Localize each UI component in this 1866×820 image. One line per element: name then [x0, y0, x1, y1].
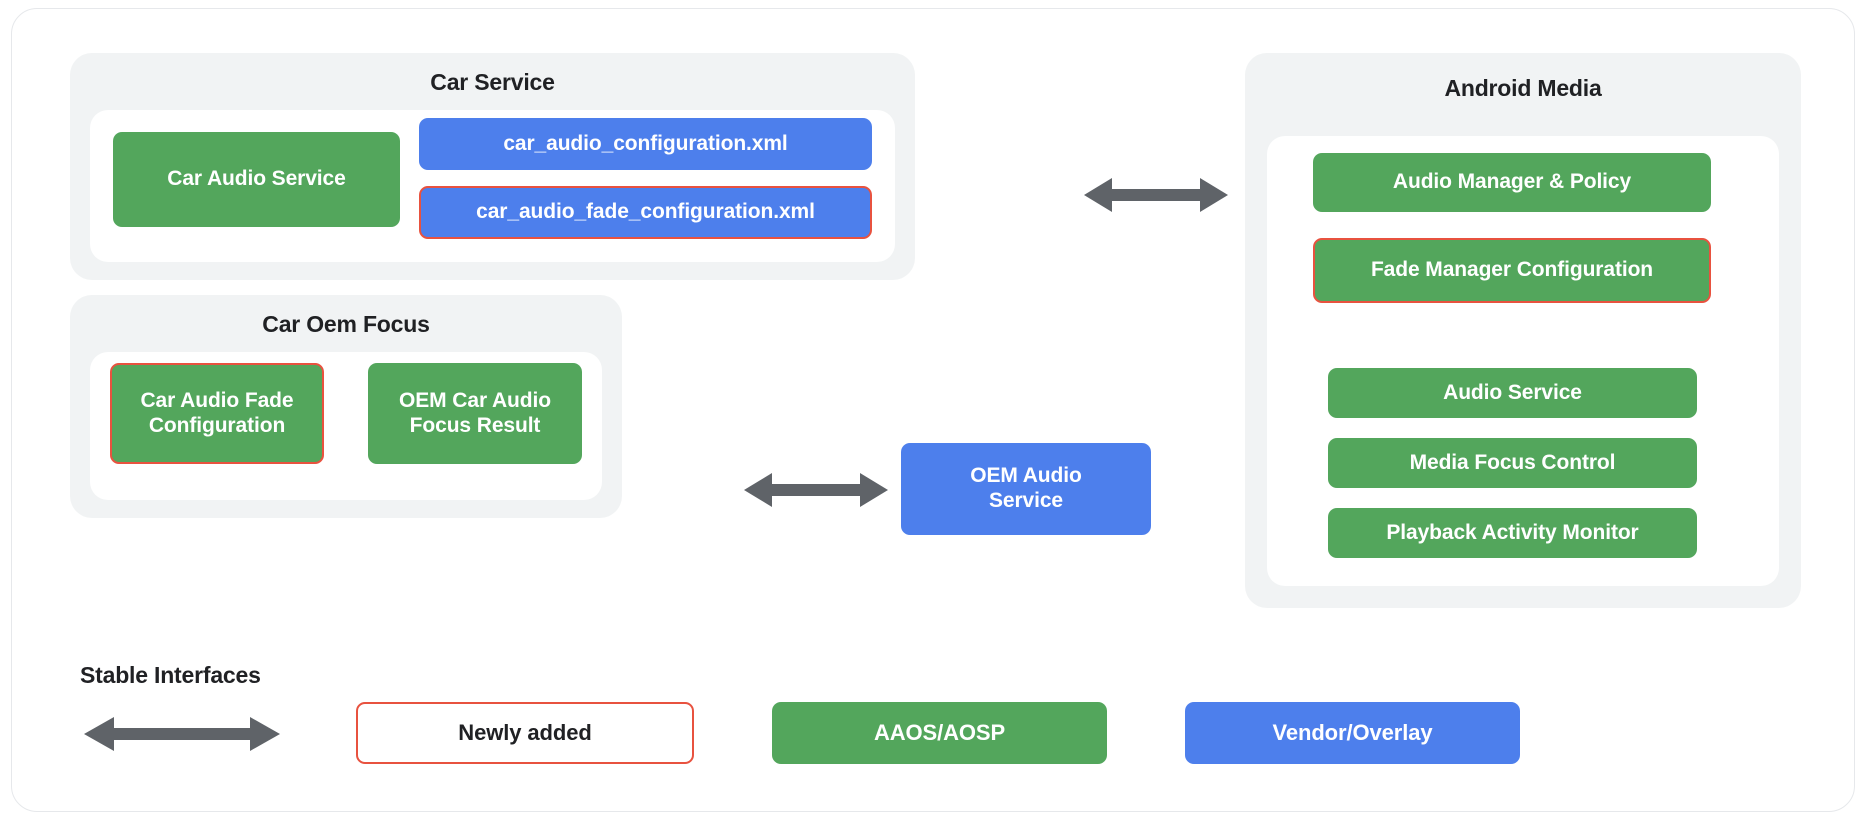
node-fade-manager-configuration[interactable]: Fade Manager Configuration	[1313, 238, 1711, 303]
node-audio-service[interactable]: Audio Service	[1328, 368, 1697, 418]
legend-item-aaos-aosp-label: AAOS/AOSP	[873, 720, 1006, 745]
node-car-audio-fade-configuration[interactable]: Car Audio Fade Configuration	[110, 363, 324, 464]
node-car-audio-service-label: Car Audio Service	[167, 167, 346, 191]
diagram-card: Car Service Car Audio Service car_audio_…	[11, 8, 1855, 812]
legend-item-newly-added[interactable]: Newly added	[356, 702, 694, 764]
node-media-focus-control-label: Media Focus Control	[1409, 450, 1616, 474]
legend-item-newly-added-label: Newly added	[458, 720, 592, 745]
node-car-audio-service[interactable]: Car Audio Service	[113, 132, 400, 227]
node-car-audio-fade-configuration-xml-label: car_audio_fade_configuration.xml	[476, 200, 815, 224]
node-car-audio-fade-configuration-xml[interactable]: car_audio_fade_configuration.xml	[419, 186, 872, 239]
group-android-media-inner: Audio Manager & Policy Fade Manager Conf…	[1267, 136, 1779, 586]
node-car-audio-fade-configuration-label: Car Audio Fade Configuration	[140, 388, 294, 437]
node-playback-activity-monitor-label: Playback Activity Monitor	[1386, 520, 1639, 544]
group-car-service: Car Service Car Audio Service car_audio_…	[70, 53, 915, 280]
group-car-oem-focus-title: Car Oem Focus	[262, 311, 430, 337]
group-android-media-title: Android Media	[1444, 75, 1602, 101]
group-android-media: Android Media Audio Manager & Policy Fad…	[1245, 53, 1801, 608]
group-car-service-inner: Car Audio Service car_audio_configuratio…	[90, 110, 895, 262]
node-oem-audio-service-label-line2: Service	[988, 489, 1064, 512]
node-car-audio-configuration-xml-label: car_audio_configuration.xml	[503, 131, 788, 155]
legend-item-vendor-overlay-label: Vendor/Overlay	[1272, 720, 1433, 745]
group-car-service-title: Car Service	[430, 69, 555, 95]
node-oem-car-audio-focus-result-label: OEM Car Audio Focus Result	[399, 388, 551, 437]
legend-stable-interfaces-label: Stable Interfaces	[80, 662, 261, 688]
node-fade-manager-configuration-label: Fade Manager Configuration	[1370, 258, 1654, 282]
legend-item-vendor-overlay[interactable]: Vendor/Overlay	[1185, 702, 1520, 764]
node-playback-activity-monitor[interactable]: Playback Activity Monitor	[1328, 508, 1697, 558]
node-audio-manager-and-policy-label: Audio Manager & Policy	[1392, 170, 1632, 194]
node-audio-manager-and-policy[interactable]: Audio Manager & Policy	[1313, 153, 1711, 212]
legend-stable-interfaces-arrow-icon	[84, 714, 280, 754]
node-oem-car-audio-focus-result[interactable]: OEM Car Audio Focus Result	[368, 363, 582, 464]
node-oem-audio-service-label-line1: OEM Audio	[970, 464, 1082, 488]
group-car-oem-focus: Car Oem Focus Car Audio Fade Configurati…	[70, 295, 622, 518]
connector-car-oem-focus-to-oem-audio-service	[744, 470, 888, 510]
node-media-focus-control[interactable]: Media Focus Control	[1328, 438, 1697, 488]
node-oem-audio-service[interactable]: OEM Audio Service	[901, 443, 1151, 535]
node-car-audio-configuration-xml[interactable]: car_audio_configuration.xml	[419, 118, 872, 170]
group-car-oem-focus-inner: Car Audio Fade Configuration OEM Car Aud…	[90, 352, 602, 500]
node-audio-service-label: Audio Service	[1443, 380, 1582, 404]
connector-car-service-to-android-media	[1084, 175, 1228, 215]
legend-item-aaos-aosp[interactable]: AAOS/AOSP	[772, 702, 1107, 764]
